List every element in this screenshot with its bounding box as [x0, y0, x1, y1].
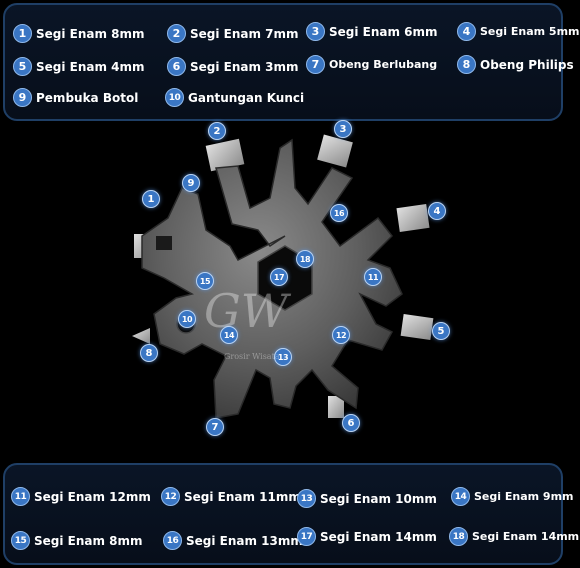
legend-label: Segi Enam 14mm: [320, 529, 437, 544]
watermark-text: Grosir Wisata: [224, 352, 280, 361]
legend-label: Segi Enam 9mm: [474, 490, 574, 503]
multitool-illustration: 1 2 3 4 5 6 7 8 9 10 11 12 13 14 15 16 1…: [120, 118, 450, 438]
legend-badge: 5: [13, 57, 32, 76]
legend-badge: 17: [297, 527, 316, 546]
legend-label: Segi Enam 3mm: [190, 59, 299, 74]
legend-badge: 13: [297, 489, 316, 508]
legend-label: Obeng Philips: [480, 57, 574, 72]
callout-10: 10: [178, 310, 196, 328]
legend-badge: 1: [13, 24, 32, 43]
legend-badge: 16: [163, 531, 182, 550]
callout-17: 17: [270, 268, 288, 286]
legend-label: Obeng Berlubang: [329, 58, 438, 71]
legend-item-13: 13 Segi Enam 10mm: [297, 489, 437, 508]
legend-item-11: 11 Segi Enam 12mm: [11, 487, 151, 506]
legend-item-1: 1 Segi Enam 8mm: [13, 24, 145, 43]
legend-item-8: 8 Obeng Philips: [457, 55, 574, 74]
legend-item-7: 7 Obeng Berlubang: [306, 55, 437, 74]
callout-6: 6: [342, 414, 360, 432]
callout-8: 8: [140, 344, 158, 362]
legend-panel-top: 1 Segi Enam 8mm 2 Segi Enam 7mm 3 Segi E…: [3, 3, 580, 121]
legend-badge: 6: [167, 57, 186, 76]
legend-label: Segi Enam 6mm: [329, 24, 438, 39]
callout-4: 4: [428, 202, 446, 220]
legend-label: Segi Enam 13mm: [186, 533, 303, 548]
legend-item-5: 5 Segi Enam 4mm: [13, 57, 145, 76]
callout-1: 1: [142, 190, 160, 208]
legend-item-16: 16 Segi Enam 13mm: [163, 531, 303, 550]
watermark-logo: GW: [204, 284, 289, 338]
legend-item-15: 15 Segi Enam 8mm: [11, 531, 143, 550]
legend-item-9: 9 Pembuka Botol: [13, 88, 138, 107]
callout-18: 18: [296, 250, 314, 268]
legend-label: Segi Enam 4mm: [36, 59, 145, 74]
legend-label: Segi Enam 10mm: [320, 491, 437, 506]
legend-item-4: 4 Segi Enam 5mm: [457, 22, 580, 41]
legend-label: Segi Enam 7mm: [190, 26, 299, 41]
legend-label: Segi Enam 5mm: [480, 25, 580, 38]
legend-panel-bottom: 11 Segi Enam 12mm 12 Segi Enam 11mm 13 S…: [3, 463, 579, 565]
callout-16: 16: [330, 204, 348, 222]
legend-item-10: 10 Gantungan Kunci: [165, 88, 304, 107]
legend-label: Segi Enam 14mm: [472, 530, 580, 543]
legend-item-12: 12 Segi Enam 11mm: [161, 487, 301, 506]
callout-15: 15: [196, 272, 214, 290]
callout-12: 12: [332, 326, 350, 344]
legend-label: Segi Enam 11mm: [184, 489, 301, 504]
callout-9: 9: [182, 174, 200, 192]
legend-badge: 15: [11, 531, 30, 550]
legend-badge: 2: [167, 24, 186, 43]
callout-2: 2: [208, 122, 226, 140]
legend-badge: 14: [451, 487, 470, 506]
legend-label: Pembuka Botol: [36, 90, 139, 105]
legend-badge: 12: [161, 487, 180, 506]
legend-item-2: 2 Segi Enam 7mm: [167, 24, 299, 43]
legend-badge: 11: [11, 487, 30, 506]
legend-label: Segi Enam 8mm: [36, 26, 145, 41]
callout-14: 14: [220, 326, 238, 344]
legend-label: Segi Enam 8mm: [34, 533, 143, 548]
legend-badge: 18: [449, 527, 468, 546]
callout-13: 13: [274, 348, 292, 366]
legend-badge: 7: [306, 55, 325, 74]
legend-item-3: 3 Segi Enam 6mm: [306, 22, 438, 41]
callout-3: 3: [334, 120, 352, 138]
legend-item-18: 18 Segi Enam 14mm: [449, 527, 579, 546]
legend-badge: 4: [457, 22, 476, 41]
legend-badge: 3: [306, 22, 325, 41]
callout-5: 5: [432, 322, 450, 340]
legend-badge: 8: [457, 55, 476, 74]
legend-item-6: 6 Segi Enam 3mm: [167, 57, 299, 76]
callout-7: 7: [206, 418, 224, 436]
legend-badge: 10: [165, 88, 184, 107]
callout-11: 11: [364, 268, 382, 286]
legend-label: Segi Enam 12mm: [34, 489, 151, 504]
legend-item-17: 17 Segi Enam 14mm: [297, 527, 437, 546]
legend-item-14: 14 Segi Enam 9mm: [451, 487, 574, 506]
legend-badge: 9: [13, 88, 32, 107]
legend-label: Gantungan Kunci: [188, 90, 305, 105]
